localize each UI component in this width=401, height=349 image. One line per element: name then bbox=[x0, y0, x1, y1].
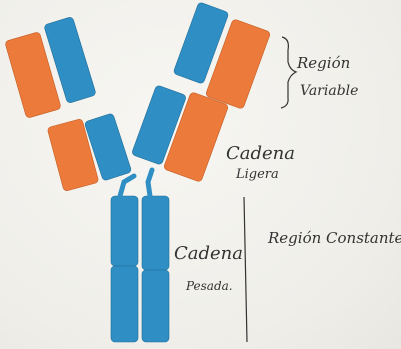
region-variable-label-line2: Variable bbox=[300, 84, 358, 98]
light-chain-label-line2: Ligera bbox=[236, 168, 279, 181]
constant-region-label: Región Constante bbox=[268, 231, 401, 246]
constant-region-divider bbox=[244, 197, 247, 342]
variable-region-bracket bbox=[281, 37, 296, 108]
light-chain-label: Cadena bbox=[226, 145, 295, 163]
heavy-chain-constant-left-lower bbox=[111, 266, 138, 342]
heavy-chain-label: Cadena bbox=[174, 245, 243, 263]
heavy-chain-constant-right-lower bbox=[142, 270, 169, 342]
region-variable-label: Región bbox=[297, 56, 350, 71]
heavy-chain-label-line2: Pesada. bbox=[186, 280, 233, 292]
heavy-chain-constant-left-upper bbox=[111, 196, 138, 266]
heavy-chain-constant-right-upper bbox=[142, 196, 169, 270]
